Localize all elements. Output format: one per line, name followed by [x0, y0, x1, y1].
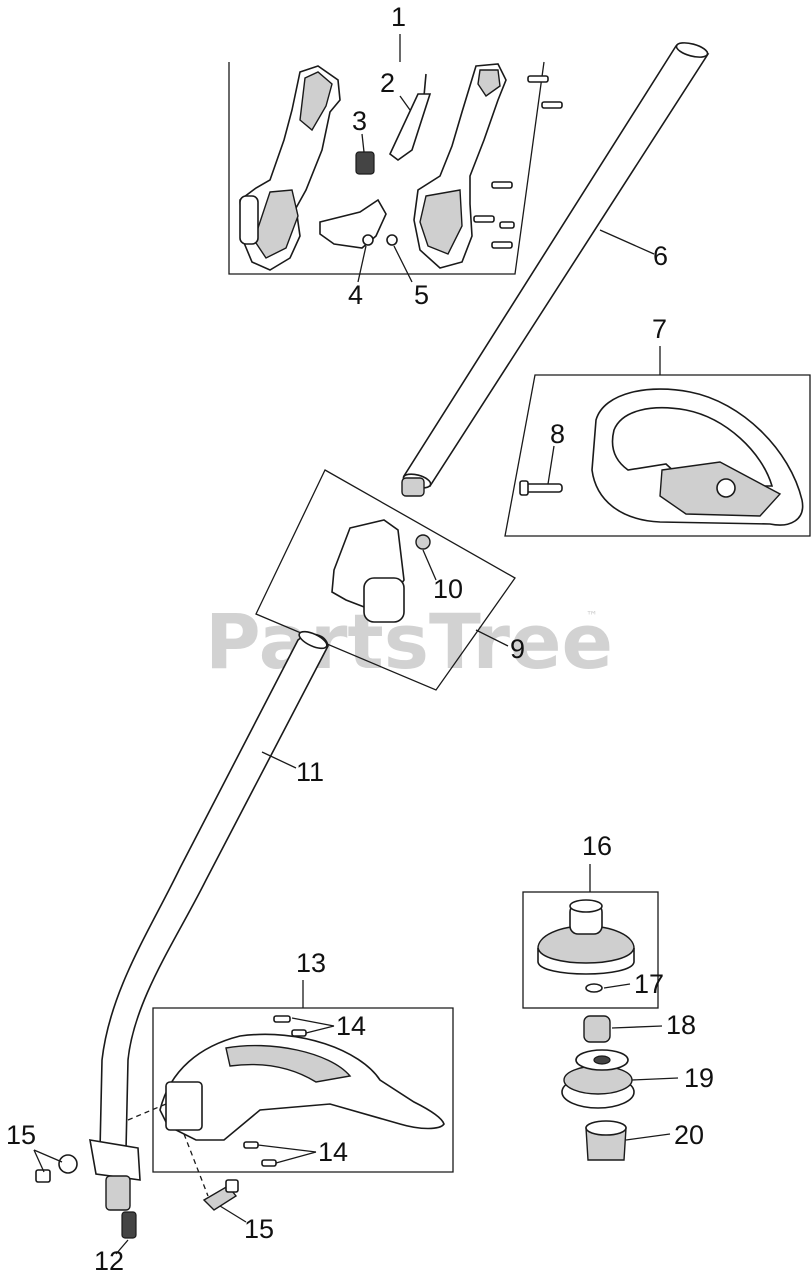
part-group-7-loop-handle [504, 346, 811, 537]
part-group-1-handle-housing [228, 34, 563, 283]
callout-4: 4 [348, 280, 363, 310]
callout-9: 9 [510, 634, 525, 664]
callout-19: 19 [684, 1063, 714, 1093]
callout-18: 18 [666, 1010, 696, 1040]
callout-labels: 1 2 3 4 5 6 7 8 9 10 11 12 13 14 14 15 1… [6, 2, 714, 1276]
callout-14-upper: 14 [336, 1011, 366, 1041]
callout-3: 3 [352, 106, 367, 136]
part-group-16-trimmer-head [522, 864, 679, 1161]
callout-1: 1 [391, 2, 406, 32]
watermark-text: PartsTree [205, 597, 613, 686]
callout-16: 16 [582, 831, 612, 861]
callout-12: 12 [94, 1246, 124, 1276]
part-group-9-coupler [255, 469, 516, 691]
callout-2: 2 [380, 68, 395, 98]
callout-17: 17 [634, 969, 664, 999]
callout-15-left: 15 [6, 1120, 36, 1150]
part-6-upper-shaft [401, 42, 710, 497]
callout-11: 11 [296, 757, 324, 787]
callout-5: 5 [414, 280, 429, 310]
callout-14-lower: 14 [318, 1137, 348, 1167]
part-11-lower-shaft [89, 630, 329, 1255]
callout-13: 13 [296, 948, 326, 978]
part-group-13-guard [127, 980, 454, 1197]
part-15-fasteners [33, 1149, 247, 1223]
callout-7: 7 [652, 314, 667, 344]
callout-15-bottom: 15 [244, 1214, 274, 1244]
callout-8: 8 [550, 419, 565, 449]
callout-6: 6 [653, 241, 668, 271]
watermark-trademark: ™ [586, 609, 598, 623]
callout-20: 20 [674, 1120, 704, 1150]
callout-10: 10 [433, 574, 463, 604]
